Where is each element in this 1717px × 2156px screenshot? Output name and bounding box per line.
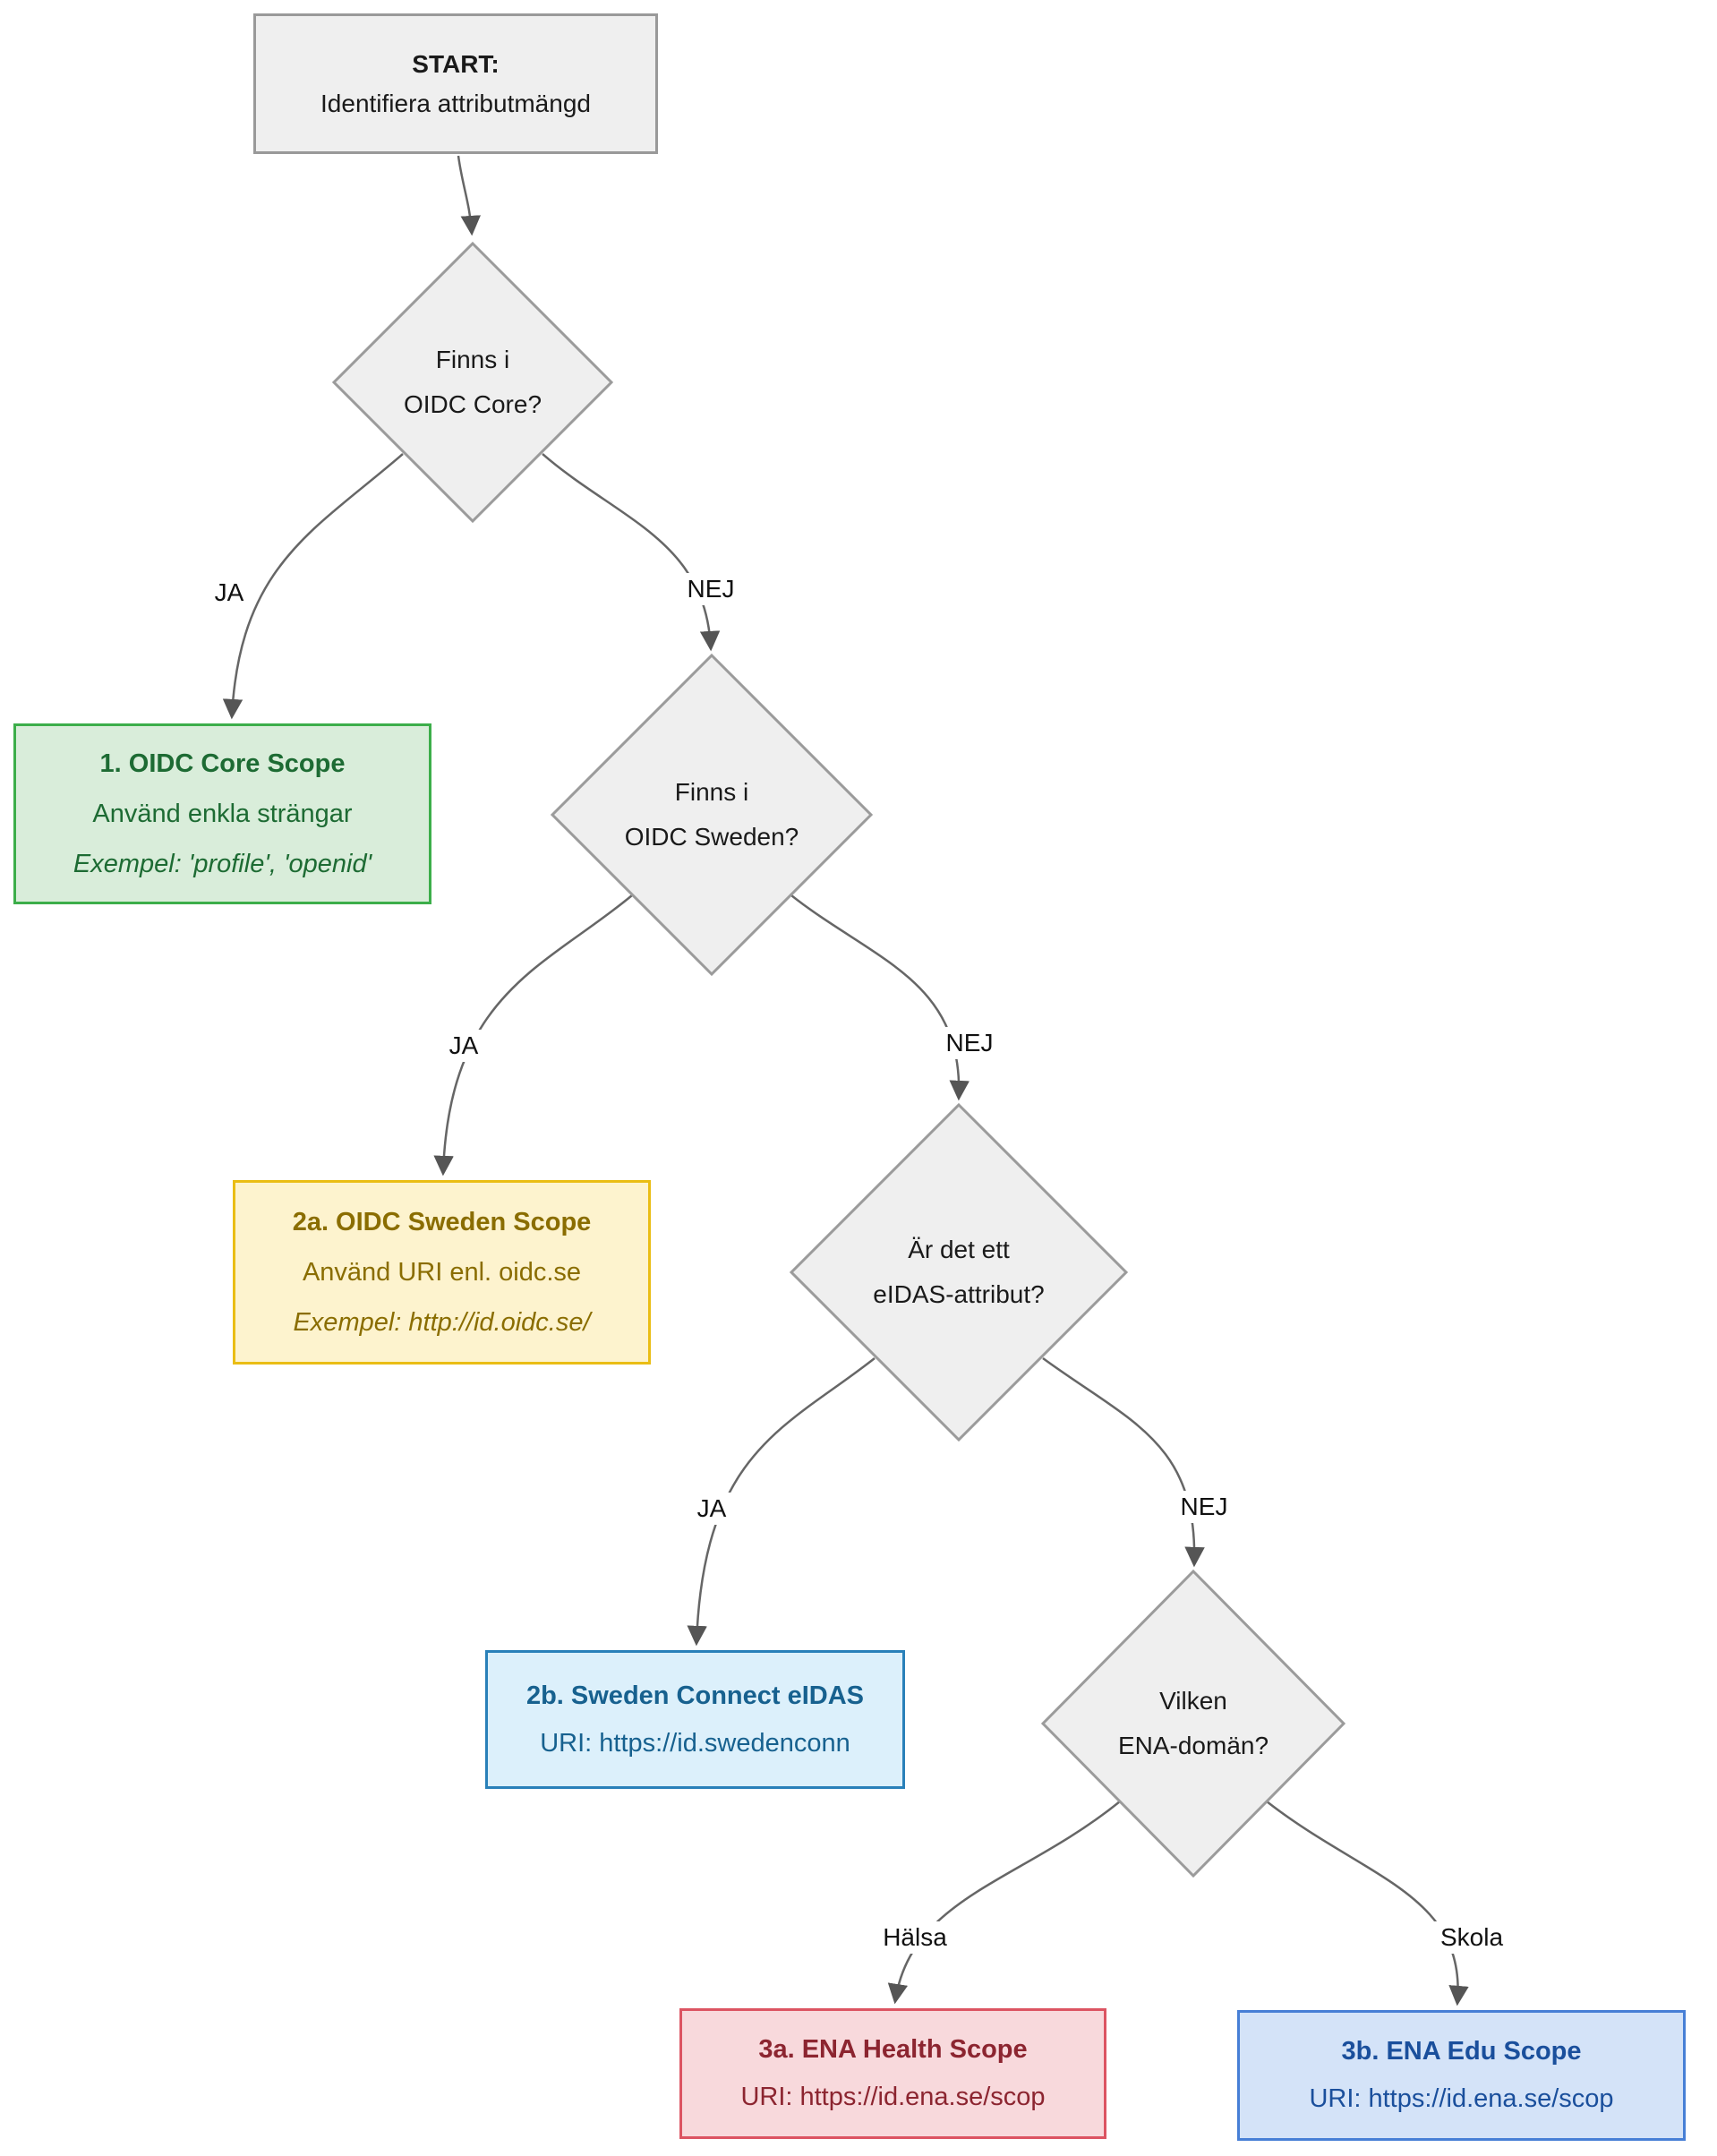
edge-decision1-no (542, 453, 721, 652)
decision3-label: Är det ett eIDAS-attribut? (791, 1105, 1126, 1440)
result2a-title: 2a. OIDC Sweden Scope (292, 1208, 592, 1236)
result2b-sweden-connect-box: 2b. Sweden Connect eIDAS URI: https://id… (485, 1650, 905, 1789)
decision1-line1: Finns i (435, 346, 510, 373)
edge-label-decision4-health: Hälsa (876, 1921, 953, 1954)
edge-decision1-yes (222, 453, 404, 720)
result2a-line2: Använd URI enl. oidc.se (302, 1258, 582, 1287)
result3b-title: 3b. ENA Edu Scope (1341, 2037, 1582, 2066)
decision4-label: Vilken ENA-domän? (1043, 1571, 1344, 1876)
start-node: START: Identifiera attributmängd (253, 13, 658, 154)
decision4-diamond (1040, 1569, 1346, 1878)
edge-label-decision3-yes: JA (690, 1493, 733, 1525)
decision3-diamond (789, 1102, 1129, 1442)
edge-label-decision4-school: Skola (1433, 1921, 1510, 1954)
decision1-diamond (331, 241, 614, 524)
decision3-line1: Är det ett (908, 1236, 1010, 1263)
decision2-diamond (550, 653, 874, 977)
result3a-title: 3a. ENA Health Scope (758, 2035, 1028, 2064)
decision2-line1: Finns i (674, 778, 749, 806)
result1-example: Exempel: 'profile', 'openid' (73, 850, 372, 878)
result3b-ena-edu-box: 3b. ENA Edu Scope URI: https://id.ena.se… (1237, 2010, 1686, 2141)
edge-decision4-school (1266, 1801, 1469, 2006)
result3a-ena-health-box: 3a. ENA Health Scope URI: https://id.ena… (679, 2008, 1106, 2139)
result2a-example: Exempel: http://id.oidc.se/ (293, 1308, 591, 1337)
edge-start-to-decision1 (457, 155, 482, 236)
result1-title: 1. OIDC Core Scope (99, 749, 346, 778)
edge-decision3-yes (687, 1357, 876, 1647)
decision4-line1: Vilken (1159, 1687, 1227, 1715)
result2b-uri: URI: https://id.swedenconn (540, 1728, 850, 1758)
edge-label-decision1-no: NEJ (680, 573, 741, 605)
result3b-uri: URI: https://id.ena.se/scop (1309, 2084, 1614, 2113)
result1-oidc-core-box: 1. OIDC Core Scope Använd enkla strängar… (13, 723, 431, 904)
edge-label-decision2-no: NEJ (939, 1027, 1000, 1059)
decision1-line2: OIDC Core? (403, 390, 542, 418)
result3a-uri: URI: https://id.ena.se/scop (740, 2083, 1046, 2111)
edge-decision2-yes (433, 894, 633, 1176)
decision2-line2: OIDC Sweden? (624, 823, 799, 851)
result1-line2: Använd enkla strängar (92, 800, 353, 828)
edge-label-decision3-no: NEJ (1174, 1491, 1234, 1523)
result2b-title: 2b. Sweden Connect eIDAS (525, 1681, 865, 1710)
start-subtitle: Identifiera attributmängd (320, 89, 591, 117)
decision1-label: Finns i OIDC Core? (334, 244, 611, 521)
edge-decision4-health (887, 1801, 1121, 2005)
start-title: START: (412, 49, 500, 78)
edge-label-decision1-yes: JA (208, 577, 251, 609)
decision4-line2: ENA-domän? (1117, 1732, 1269, 1759)
decision3-line2: eIDAS-attribut? (873, 1280, 1045, 1308)
decision2-label: Finns i OIDC Sweden? (552, 655, 871, 974)
edge-label-decision2-yes: JA (442, 1030, 485, 1062)
result2a-oidc-sweden-box: 2a. OIDC Sweden Scope Använd URI enl. oi… (233, 1180, 651, 1365)
